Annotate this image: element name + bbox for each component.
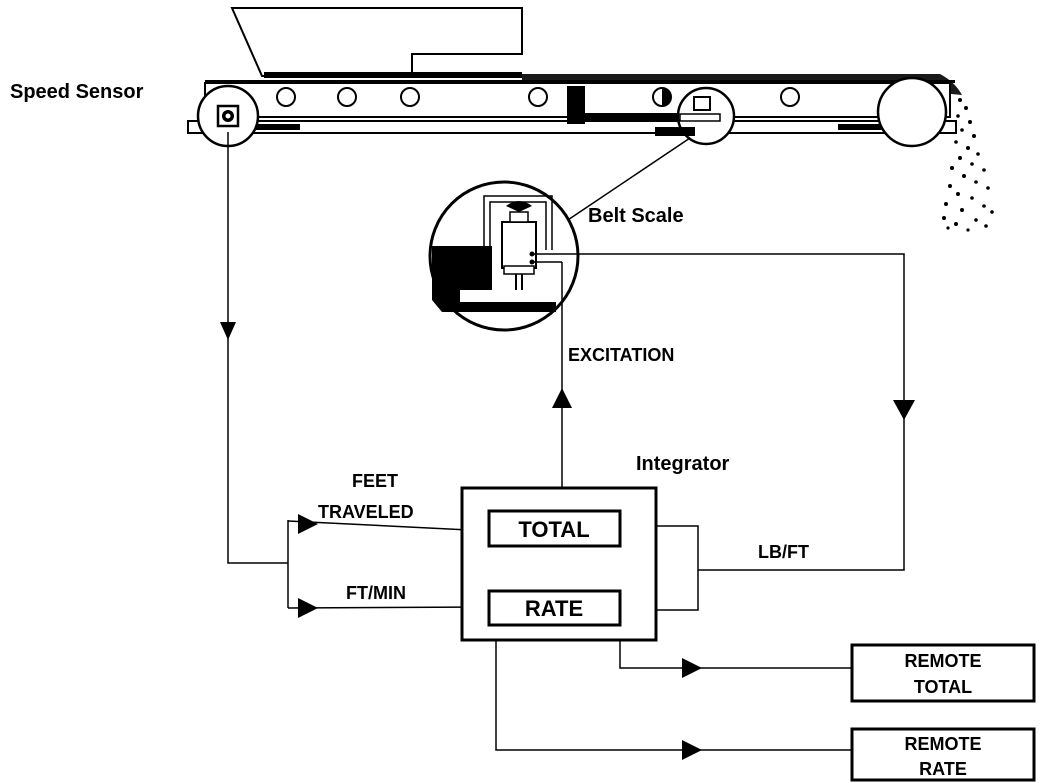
belt-frame-top xyxy=(205,80,955,83)
hopper-outlet-material xyxy=(264,72,522,78)
belt-scale-label: Belt Scale xyxy=(588,205,684,227)
base-plate-left-thick xyxy=(252,124,300,130)
ft-min-label: FT/MIN xyxy=(346,583,406,603)
scale-rail xyxy=(585,113,685,121)
idler xyxy=(400,87,420,107)
idler xyxy=(276,87,296,107)
falling-material xyxy=(942,98,994,232)
speed-signal-line xyxy=(227,132,288,564)
feet-traveled-line xyxy=(287,520,490,532)
total-display-label: TOTAL xyxy=(518,517,589,542)
scale-base-bar xyxy=(655,127,695,136)
rate-display-label: RATE xyxy=(525,596,583,621)
feet-traveled-arrow xyxy=(298,514,318,534)
integrator-label: Integrator xyxy=(636,453,730,475)
belt-scale-detail xyxy=(428,180,580,332)
total-display xyxy=(487,509,622,548)
excitation-label: EXCITATION xyxy=(568,345,674,365)
remote-rate-label-line2: RATE xyxy=(919,759,967,779)
idler xyxy=(780,87,800,107)
remote-rate-arrow xyxy=(682,740,702,760)
speed-down-arrow xyxy=(220,322,236,340)
remote-total-line xyxy=(619,640,852,669)
ft-min-line xyxy=(287,606,490,609)
idler xyxy=(337,87,357,107)
remote-total-label-line2: TOTAL xyxy=(914,677,972,697)
remote-rate-line xyxy=(495,640,852,751)
rate-display xyxy=(487,589,622,627)
remote-total-box xyxy=(850,643,1036,703)
idler xyxy=(528,87,548,107)
ft-min-arrow xyxy=(298,598,318,618)
remote-rate-label-line1: REMOTE xyxy=(904,734,981,754)
hopper xyxy=(230,7,523,77)
conveyor xyxy=(187,7,994,232)
center-post xyxy=(567,86,585,124)
feet-traveled-label-line1: FEET xyxy=(352,471,398,491)
base-plate-right-thick xyxy=(838,124,886,130)
remote-total-arrow xyxy=(682,658,702,678)
feet-traveled-label-line2: TRAVELED xyxy=(318,502,414,522)
remote-rate-box xyxy=(850,727,1036,782)
excitation-up-arrow xyxy=(552,388,572,408)
remote-total-label-line1: REMOTE xyxy=(904,651,981,671)
tail-pulley xyxy=(876,76,948,148)
lb-ft-down-arrow xyxy=(893,400,915,420)
lb-ft-label: LB/FT xyxy=(758,542,809,562)
speed-sensor-label: Speed Sensor xyxy=(10,81,144,103)
